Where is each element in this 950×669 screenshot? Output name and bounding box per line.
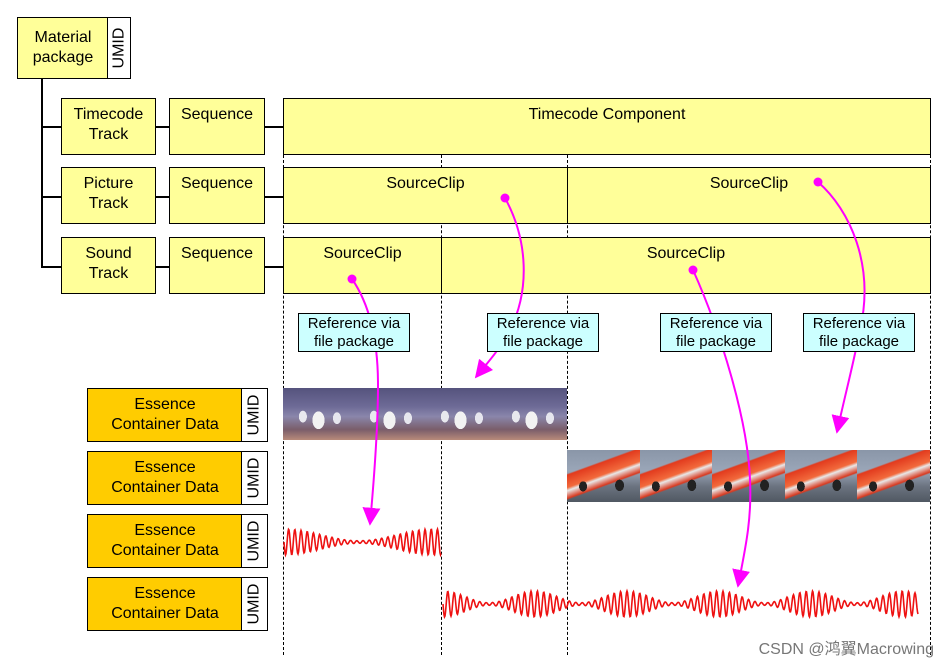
essence-container-2-line1: Essence (134, 459, 196, 476)
reference-box-4: Reference via file package (803, 313, 915, 352)
tree-branch-timecode (41, 126, 62, 128)
essence-container-2-line2: Container Data (111, 479, 219, 496)
essence-container-1-line1: Essence (134, 396, 196, 413)
sound-essence-waveform-2 (442, 588, 919, 620)
baseball-frame (496, 388, 567, 440)
picture-sourceclip-1: SourceClip (283, 167, 568, 224)
timecode-sequence-label: Sequence (180, 106, 254, 123)
picture-track-box: Picture Track (61, 167, 156, 224)
link-sound-sequence (155, 266, 169, 268)
sound-sequence-box: Sequence (169, 237, 265, 294)
essence-container-4-line1: Essence (134, 585, 196, 602)
sound-sequence-label: Sequence (180, 245, 254, 262)
reference-box-2: Reference via file package (487, 313, 599, 352)
racecar-frame (857, 450, 930, 502)
picture-sourceclip-2: SourceClip (567, 167, 931, 224)
reference-dot-picture-clip-2 (813, 177, 823, 187)
baseball-frame (283, 388, 355, 440)
tree-trunk (41, 78, 43, 268)
timecode-track-box: Timecode Track (61, 98, 156, 155)
material-package-label-line2: package (32, 49, 94, 66)
picture-sourceclip-1-label: SourceClip (386, 175, 465, 192)
tree-branch-sound (41, 266, 62, 268)
timecode-sequence-box: Sequence (169, 98, 265, 155)
reference-dot-sound-clip-1 (347, 274, 357, 284)
material-package-umid: UMID (107, 17, 131, 79)
racecar-frame (639, 450, 714, 502)
sound-sourceclip-1-label: SourceClip (323, 245, 402, 262)
reference-arrow-sound-clip-1 (351, 278, 381, 526)
timeline-divider-3 (567, 155, 568, 655)
essence-container-1-line2: Container Data (111, 416, 219, 433)
reference-box-1-line1: Reference via (307, 314, 401, 332)
material-package-box: Material package (17, 17, 109, 79)
essence-container-4-umid: UMID (241, 577, 268, 631)
timecode-component-label: Timecode Component (528, 106, 686, 123)
essence-container-3-umid: UMID (241, 514, 268, 568)
sound-sourceclip-2-label: SourceClip (646, 245, 726, 262)
essence-container-1: Essence Container Data (87, 388, 243, 442)
timecode-component-box: Timecode Component (283, 98, 931, 155)
essence-container-2-umid: UMID (241, 451, 268, 505)
baseball-frame (354, 388, 426, 440)
sound-sourceclip-1: SourceClip (283, 237, 442, 294)
material-package-label-line1: Material (34, 29, 92, 46)
sound-essence-waveform-1 (283, 526, 442, 558)
reference-box-1: Reference via file package (298, 313, 410, 352)
link-picture-sequence (155, 196, 169, 198)
reference-dot-sound-clip-2 (688, 265, 698, 275)
essence-container-4-line2: Container Data (111, 605, 219, 622)
essence-container-3: Essence Container Data (87, 514, 243, 568)
reference-box-4-line2: file package (818, 332, 900, 350)
link-sequence-timecode-component (264, 126, 284, 128)
reference-box-4-line1: Reference via (812, 314, 906, 332)
racecar-frame (567, 450, 641, 502)
essence-container-3-line1: Essence (134, 522, 196, 539)
timeline-divider-4 (930, 155, 931, 655)
link-sequence-sound-clip (264, 266, 284, 268)
picture-sequence-box: Sequence (169, 167, 265, 224)
watermark: CSDN @鸿翼Macrowing (758, 641, 934, 658)
essence-container-2: Essence Container Data (87, 451, 243, 505)
picture-track-label-line1: Picture (83, 175, 134, 192)
reference-box-3-line2: file package (675, 332, 757, 350)
picture-track-label-line2: Track (88, 195, 129, 212)
link-timecode-sequence (155, 126, 169, 128)
essence-container-4: Essence Container Data (87, 577, 243, 631)
reference-dot-picture-clip-1 (500, 193, 510, 203)
essence-container-3-line2: Container Data (111, 542, 219, 559)
picture-sourceclip-2-label: SourceClip (709, 175, 789, 192)
reference-arrow-picture-clip-2 (817, 181, 866, 434)
sound-track-label-line2: Track (88, 265, 129, 282)
timecode-track-label-line1: Timecode (73, 106, 144, 123)
racecar-frame (784, 450, 859, 502)
baseball-frame (425, 388, 497, 440)
picture-sequence-label: Sequence (180, 175, 254, 192)
reference-box-3: Reference via file package (660, 313, 772, 352)
reference-box-3-line1: Reference via (669, 314, 763, 332)
sound-track-box: Sound Track (61, 237, 156, 294)
timecode-track-label-line2: Track (88, 126, 129, 143)
reference-box-2-line2: file package (502, 332, 584, 350)
tree-branch-picture (41, 196, 62, 198)
sound-track-label-line1: Sound (85, 245, 132, 262)
picture-essence-baseball-strip (283, 388, 567, 440)
link-sequence-picture-clip (264, 196, 284, 198)
essence-container-1-umid: UMID (241, 388, 268, 442)
reference-box-1-line2: file package (313, 332, 395, 350)
reference-box-2-line1: Reference via (496, 314, 590, 332)
